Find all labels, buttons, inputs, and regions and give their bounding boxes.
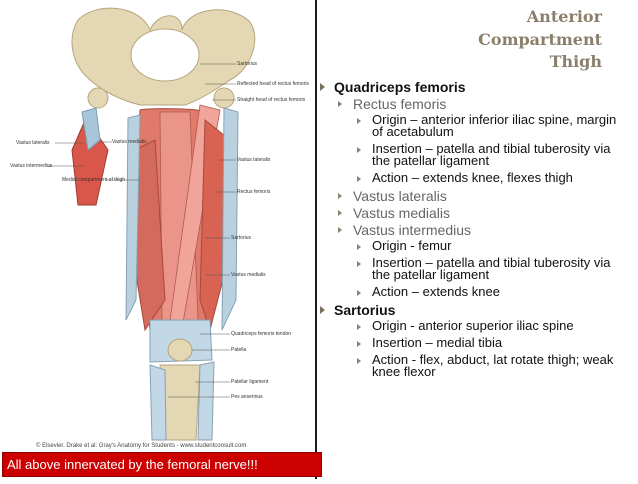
bullet-text: Insertion – patella and tibial tuberosit…: [372, 141, 611, 168]
title-line-2: Compartment: [478, 29, 602, 49]
label-reflected-head: Reflected head of rectus femoris: [237, 81, 309, 87]
bullet-text: Vastus intermedius: [353, 222, 472, 238]
title-line-1: Anterior: [526, 7, 602, 26]
bullet-rf-action: Action – extends knee, flexes thigh: [320, 170, 620, 185]
femur-head-left: [87, 87, 109, 109]
bullet-sart-insertion: Insertion – medial tibia: [320, 335, 620, 350]
femur-head-right: [213, 87, 235, 109]
bullet-text: Quadriceps femoris: [334, 79, 466, 95]
bullet-sart-origin: Origin - anterior superior iliac spine: [320, 318, 620, 333]
bullet-vastus-medialis: Vastus medialis: [320, 206, 620, 221]
label-straight-head: Straight head of rectus femoris: [237, 97, 306, 103]
bullet-text: Origin - anterior superior iliac spine: [372, 318, 574, 333]
pes-anserinus-shape: [149, 364, 167, 441]
label-pes-anserinus: Pes anserinus: [231, 394, 263, 400]
figure-copyright: © Elsevier. Drake et al: Gray's Anatomy …: [36, 443, 247, 449]
bullet-arrow-icon: [320, 83, 325, 91]
bullet-vi-origin: Origin - femur: [320, 238, 620, 253]
patella-shape: [167, 338, 193, 362]
pelvic-inlet: [130, 28, 200, 82]
label-vastus-lateralis-left: Vastus lateralis: [16, 140, 50, 146]
fascia-left: [125, 114, 141, 321]
label-vastus-medialis-top: Vastus medialis: [112, 139, 147, 145]
bullet-vi-action: Action – extends knee: [320, 284, 620, 299]
bullet-rf-insertion: Insertion – patella and tibial tuberosit…: [320, 141, 620, 168]
bullet-quadriceps: Quadriceps femoris: [320, 80, 620, 95]
label-vastus-medialis-right: Vastus medialis: [231, 272, 266, 278]
bullet-text: Rectus femoris: [353, 96, 447, 112]
bullet-arrow-icon: [357, 147, 361, 153]
bullet-text: Sartorius: [334, 302, 396, 318]
thigh-illustration: [48, 7, 256, 441]
bullet-arrow-icon: [357, 341, 361, 347]
bullet-text: Vastus medialis: [353, 205, 451, 221]
bullet-text: Origin – anterior inferior iliac spine, …: [372, 112, 617, 139]
thigh-anatomy-figure: Sartorius Reflected head of rectus femor…: [0, 0, 316, 479]
bullet-arrow-icon: [357, 290, 361, 296]
bullet-vi-insertion: Insertion – patella and tibial tuberosit…: [320, 255, 620, 282]
vertical-divider: [315, 0, 317, 479]
cut-fascia-left: [81, 107, 101, 151]
bullet-arrow-icon: [320, 306, 325, 314]
label-patellar-ligament: Patellar ligament: [231, 379, 269, 385]
leader-lines: [48, 63, 236, 398]
bullet-sart-action: Action - flex, abduct, lat rotate thigh;…: [320, 352, 620, 379]
fascia-right: [221, 107, 239, 331]
bullet-rectus-femoris: Rectus femoris: [320, 97, 620, 112]
bullet-vastus-intermedius: Vastus intermedius: [320, 223, 620, 238]
bullet-text: Action – extends knee, flexes thigh: [372, 170, 573, 185]
bullet-text: Vastus lateralis: [353, 188, 447, 204]
bullet-list: Quadriceps femoris Rectus femoris Origin…: [320, 80, 620, 383]
bullet-arrow-icon: [357, 358, 361, 364]
bullet-text: Insertion – medial tibia: [372, 335, 503, 350]
bullet-arrow-icon: [338, 227, 342, 233]
bullet-arrow-icon: [357, 324, 361, 330]
bullet-arrow-icon: [357, 261, 361, 267]
title-line-3: Thigh: [549, 52, 602, 71]
bullet-arrow-icon: [338, 193, 342, 199]
label-medial-compartment: Medial compartment of thigh: [62, 177, 126, 183]
femoral-nerve-banner: All above innervated by the femoral nerv…: [2, 452, 322, 477]
label-quadriceps-tendon: Quadriceps femoris tendon: [231, 331, 292, 337]
bullet-vastus-lateralis: Vastus lateralis: [320, 189, 620, 204]
bullet-text: Insertion – patella and tibial tuberosit…: [372, 255, 611, 282]
bullet-text: Origin - femur: [372, 238, 452, 253]
lower-fascia-right: [197, 361, 215, 441]
label-sartorius-mid: Sartorius: [231, 235, 252, 241]
label-vastus-intermedius-left: Vastus intermedius: [10, 163, 53, 169]
bullet-sartorius: Sartorius: [320, 303, 620, 318]
bullet-arrow-icon: [357, 118, 361, 124]
slide-title: Anterior Compartment Thigh: [362, 6, 602, 74]
label-rectus-femoris: Rectus femoris: [237, 189, 271, 195]
bullet-arrow-icon: [357, 244, 361, 250]
label-patella: Patella: [231, 347, 247, 353]
bullet-rf-origin: Origin – anterior inferior iliac spine, …: [320, 112, 620, 139]
label-vastus-lateralis-right: Vastus lateralis: [237, 157, 271, 163]
bullet-text: Action - flex, abduct, lat rotate thigh;…: [372, 352, 614, 379]
bullet-arrow-icon: [338, 101, 342, 107]
bullet-text: Action – extends knee: [372, 284, 500, 299]
bullet-arrow-icon: [338, 210, 342, 216]
label-sartorius: Sartorius: [237, 61, 258, 67]
bullet-arrow-icon: [357, 176, 361, 182]
